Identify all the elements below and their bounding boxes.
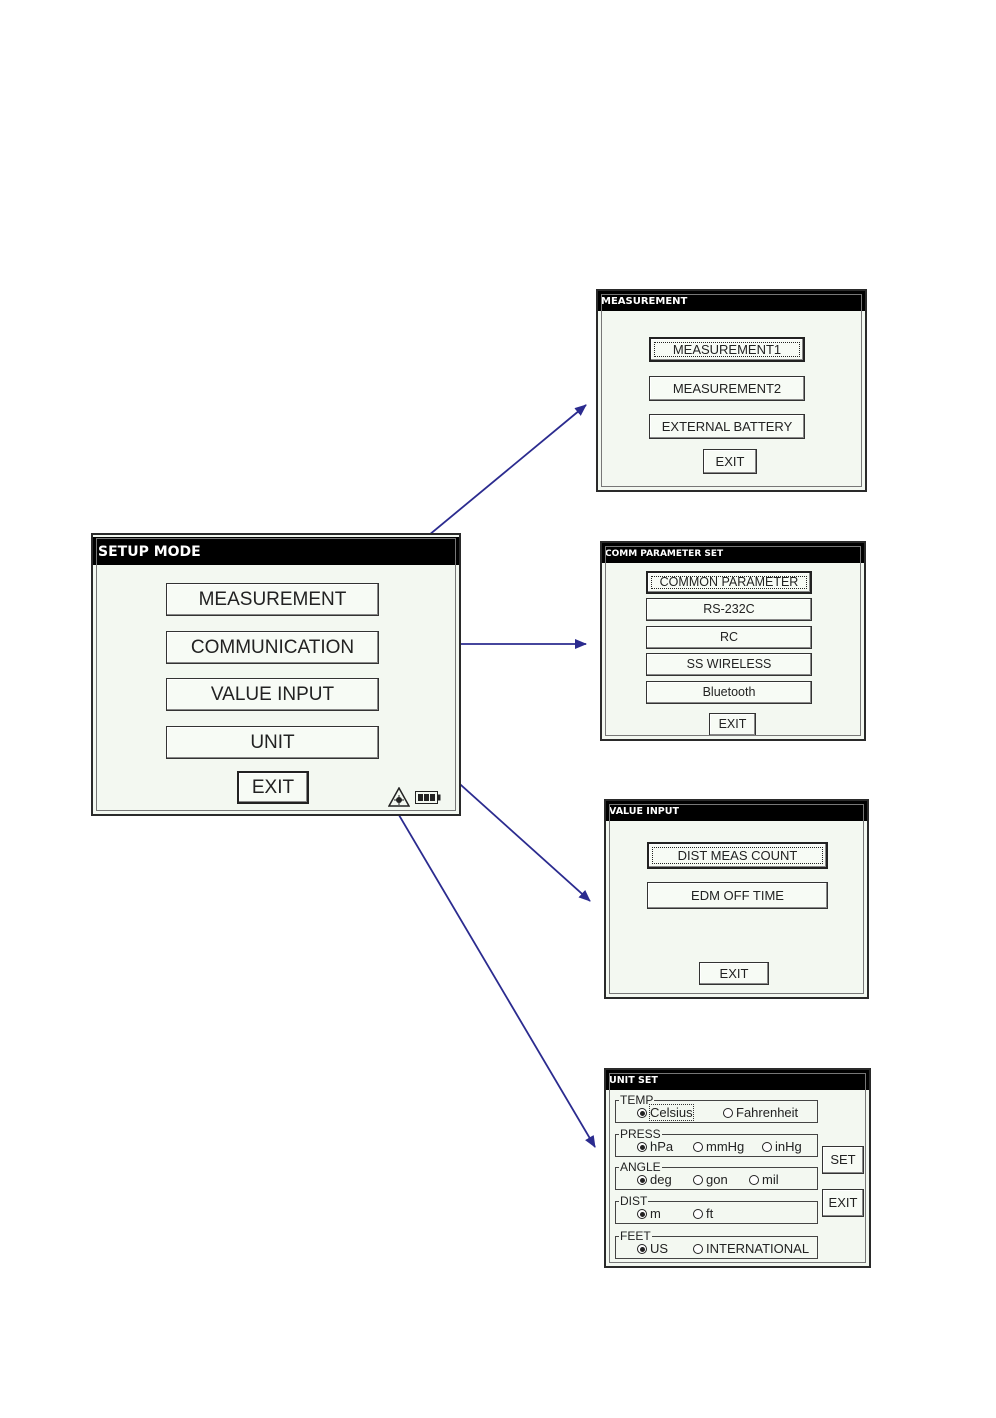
angle-group: ANGLE deg gon mil [615, 1160, 818, 1190]
radio-mmhg[interactable]: mmHg [693, 1140, 744, 1154]
button-label: DIST MEAS COUNT [677, 848, 798, 863]
measurement-window: MEASUREMENT MEASUREMENT1 MEASUREMENT2 EX… [596, 289, 867, 492]
radio-unselected-icon [693, 1175, 703, 1185]
window-title: COMM PARAMETER SET [602, 543, 864, 563]
external-battery-button[interactable]: EXTERNAL BATTERY [649, 414, 805, 439]
radio-celsius[interactable]: Celsius [637, 1104, 694, 1121]
dist-meas-count-button[interactable]: DIST MEAS COUNT [647, 842, 828, 869]
feet-label: FEET [619, 1229, 652, 1243]
radio-unselected-icon [723, 1108, 733, 1118]
value-input-window: VALUE INPUT DIST MEAS COUNT EDM OFF TIME… [604, 799, 869, 999]
press-group: PRESS hPa mmHg inHg [615, 1127, 818, 1157]
button-label: COMMUNICATION [190, 637, 355, 658]
option-label: US [650, 1241, 669, 1256]
common-parameter-button[interactable]: COMMON PARAMETER [646, 571, 812, 594]
option-label: INTERNATIONAL [706, 1241, 810, 1256]
button-label: MEASUREMENT1 [672, 342, 782, 357]
option-label: hPa [650, 1139, 674, 1154]
option-label: m [650, 1206, 661, 1221]
window-title: VALUE INPUT [606, 801, 867, 821]
exit-button[interactable]: EXIT [703, 449, 757, 474]
setup-mode-window: SETUP MODE MEASUREMENT COMMUNICATION VAL… [91, 533, 461, 816]
radio-unselected-icon [749, 1175, 759, 1185]
radio-selected-icon [637, 1142, 647, 1152]
radio-us[interactable]: US [637, 1242, 668, 1256]
button-label: EDM OFF TIME [691, 888, 784, 903]
option-label: mil [762, 1172, 779, 1187]
radio-selected-icon [637, 1209, 647, 1219]
button-label: MEASUREMENT [198, 589, 347, 610]
radio-unselected-icon [693, 1142, 703, 1152]
radio-m[interactable]: m [637, 1207, 661, 1221]
temp-label: TEMP [619, 1093, 655, 1107]
exit-button[interactable]: EXIT [699, 962, 769, 985]
measurement1-button[interactable]: MEASUREMENT1 [649, 337, 805, 362]
radio-unselected-icon [693, 1244, 703, 1254]
button-label: EXTERNAL BATTERY [661, 419, 793, 434]
option-label: Fahrenheit [736, 1105, 799, 1120]
radio-gon[interactable]: gon [693, 1173, 728, 1187]
window-title: UNIT SET [606, 1070, 869, 1090]
option-label: gon [706, 1172, 728, 1187]
comm-parameter-window: COMM PARAMETER SET COMMON PARAMETER RS-2… [600, 541, 866, 741]
button-label: RC [719, 630, 739, 644]
button-label: VALUE INPUT [210, 684, 335, 705]
option-label: ft [706, 1206, 714, 1221]
button-label: COMMON PARAMETER [659, 575, 799, 589]
window-title: MEASUREMENT [598, 291, 865, 311]
button-label: EXIT [718, 717, 747, 731]
exit-button[interactable]: EXIT [822, 1189, 864, 1217]
radio-deg[interactable]: deg [637, 1173, 672, 1187]
option-label: mmHg [706, 1139, 745, 1154]
feet-group: FEET US INTERNATIONAL [615, 1229, 818, 1259]
exit-button[interactable]: EXIT [237, 771, 309, 804]
measurement-button[interactable]: MEASUREMENT [166, 583, 379, 616]
rs232c-button[interactable]: RS-232C [646, 598, 812, 621]
option-label: inHg [775, 1139, 802, 1154]
battery-icon [415, 791, 441, 804]
communication-button[interactable]: COMMUNICATION [166, 631, 379, 664]
radio-inhg[interactable]: inHg [762, 1140, 802, 1154]
option-label: deg [650, 1172, 672, 1187]
laser-icon [388, 787, 410, 807]
radio-selected-icon [637, 1108, 647, 1118]
unit-button[interactable]: UNIT [166, 726, 379, 759]
set-button[interactable]: SET [822, 1146, 864, 1174]
dist-label: DIST [619, 1194, 649, 1208]
radio-selected-icon [637, 1244, 647, 1254]
button-label: SET [830, 1152, 856, 1167]
button-label: EXIT [719, 966, 749, 981]
exit-button[interactable]: EXIT [709, 713, 756, 736]
radio-ft[interactable]: ft [693, 1207, 713, 1221]
radio-mil[interactable]: mil [749, 1173, 779, 1187]
button-label: EXIT [828, 1195, 858, 1210]
button-label: RS-232C [703, 602, 755, 616]
bluetooth-button[interactable]: Bluetooth [646, 681, 812, 704]
radio-international[interactable]: INTERNATIONAL [693, 1242, 809, 1256]
radio-hpa[interactable]: hPa [637, 1140, 673, 1154]
measurement2-button[interactable]: MEASUREMENT2 [649, 376, 805, 401]
ss-wireless-button[interactable]: SS WIRELESS [646, 653, 812, 676]
radio-unselected-icon [693, 1209, 703, 1219]
rc-button[interactable]: RC [646, 626, 812, 649]
unit-set-window: UNIT SET TEMP Celsius Fahrenheit PRESS h… [604, 1068, 871, 1268]
button-label: UNIT [250, 732, 295, 753]
button-label: SS WIRELESS [686, 657, 772, 671]
button-label: Bluetooth [702, 685, 756, 699]
dist-group: DIST m ft [615, 1194, 818, 1224]
radio-fahrenheit[interactable]: Fahrenheit [723, 1106, 798, 1120]
edm-off-time-button[interactable]: EDM OFF TIME [647, 882, 828, 909]
radio-unselected-icon [762, 1142, 772, 1152]
temp-group: TEMP Celsius Fahrenheit [615, 1093, 818, 1123]
value-input-button[interactable]: VALUE INPUT [166, 678, 379, 711]
radio-selected-icon [637, 1175, 647, 1185]
button-label: MEASUREMENT2 [672, 381, 782, 396]
window-title: SETUP MODE [93, 537, 459, 565]
button-label: EXIT [251, 777, 295, 798]
option-label: Celsius [649, 1104, 694, 1121]
press-label: PRESS [619, 1127, 662, 1141]
button-label: EXIT [715, 454, 745, 469]
angle-label: ANGLE [619, 1160, 662, 1174]
